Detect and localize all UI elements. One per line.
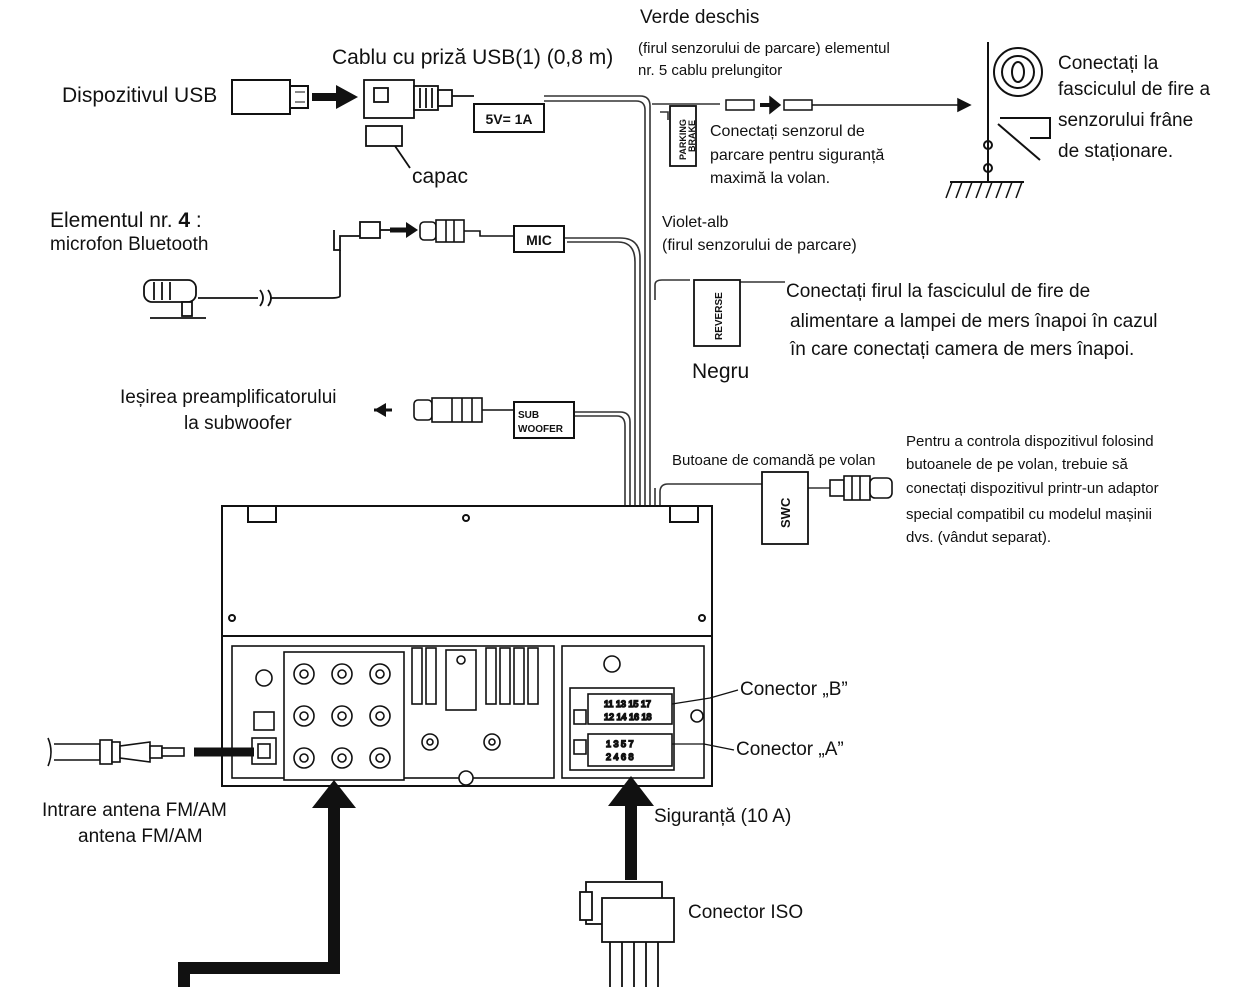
iso-connector-label: Conector ISO [688, 902, 804, 923]
antenna-plug [47, 737, 185, 767]
parking-tag-label-2: BRAKE [687, 120, 697, 152]
mic-box-label: MIC [526, 232, 552, 248]
reverse-color-label: Negru [692, 360, 750, 383]
swc-note-3: conectați dispozitivul printr-un adaptor [906, 480, 1159, 497]
antenna-label-2: antena FM/AM [78, 826, 203, 847]
usb-device [231, 79, 309, 115]
usb-5v-label: 5V= 1A [485, 111, 532, 127]
iso-connector [579, 881, 675, 987]
parking-wire-desc-2: nr. 5 cablu prelungitor [638, 62, 783, 79]
heatsink [411, 647, 539, 786]
parking-note-1: Conectați senzorul de [710, 123, 865, 140]
mic-box: MIC [513, 225, 565, 253]
subwoofer-label-1: Ieșirea preamplificatorului [120, 387, 337, 408]
parking-note-3: maximă la volan. [710, 170, 831, 187]
swc-note-2: butoanele de pe volan, trebuie să [906, 456, 1128, 473]
usb-5v-box: 5V= 1A [473, 103, 545, 133]
subwoofer-box-label-2: WOOFER [518, 424, 564, 435]
brake-note-1: Conectați la [1058, 53, 1159, 74]
reverse-note-1: Conectați firul la fasciculul de fire de [786, 281, 1091, 302]
reverse-note-3: în care conectați camera de mers înapoi. [790, 339, 1135, 360]
swc-rca-plug [829, 475, 893, 501]
fuse-label: Siguranță (10 A) [654, 806, 792, 827]
swc-label: Butoane de comandă pe volan [672, 452, 876, 469]
mic-rca-plug [419, 219, 514, 243]
brake-note-2: fasciculul de fire a [1058, 79, 1211, 100]
mic-subtitle: microfon Bluetooth [50, 234, 209, 255]
parking-note-2: parcare pentru siguranță [710, 147, 885, 164]
microphone-icon [143, 279, 206, 319]
usb-cap-label: capac [412, 165, 469, 188]
head-unit-top [221, 505, 713, 637]
usb-device-label: Dispozitivul USB [62, 84, 218, 107]
swc-note-4: special compatibil cu modelul mașinii [906, 506, 1152, 523]
usb-arrow [312, 85, 358, 109]
b-pins-top: 11 13 15 17 [604, 699, 651, 709]
reverse-tag-label: REVERSE [714, 292, 725, 340]
swc-box-label: SWC [778, 497, 793, 528]
swc-note-1: Pentru a controla dispozitivul folosind [906, 433, 1154, 450]
reverse-tag: REVERSE [693, 279, 741, 347]
subwoofer-box-label-1: SUB [518, 410, 539, 421]
b-pins-bot: 12 14 16 18 [604, 712, 652, 722]
antenna-label-1: Intrare antena FM/AM [42, 800, 227, 821]
main-harness-arrow [178, 780, 356, 987]
iso-arrow [608, 776, 654, 880]
connector-block: 11 13 15 17 12 14 16 18 1 3 5 7 2 4 6 8 [569, 655, 704, 771]
swc-box: SWC [761, 471, 809, 545]
a-pins-bot: 2 4 6 8 [606, 752, 634, 762]
subwoofer-rca-plug [413, 397, 514, 423]
brake-note-3: senzorului frâne [1058, 110, 1194, 131]
parking-wire-desc-1: (firul senzorului de parcare) elementul [638, 40, 890, 57]
brake-note-4: de staționare. [1058, 141, 1174, 162]
subwoofer-arrow [374, 403, 392, 417]
parking-connector [725, 95, 972, 115]
usb-cable-label: Cablu cu priză USB(1) (0,8 m) [332, 46, 614, 69]
parking-tag-label-1: PARKING [678, 119, 688, 160]
reverse-wire-2: (firul senzorului de parcare) [662, 237, 857, 254]
mic-jack [198, 221, 392, 307]
reverse-note-2: alimentare a lampei de mers înapoi în ca… [790, 311, 1158, 332]
connector-a-label: Conector „A” [736, 739, 844, 760]
connector-pointer-lines [671, 689, 739, 751]
mic-arrow [390, 222, 418, 238]
reverse-wire-1: Violet-alb [662, 214, 729, 231]
connector-b-label: Conector „B” [740, 679, 848, 700]
mic-title: Elementul nr. 4 : [50, 209, 202, 232]
a-pins-top: 1 3 5 7 [606, 739, 634, 749]
swc-note-5: dvs. (vândut separat). [906, 529, 1052, 546]
subwoofer-label-2: la subwoofer [184, 413, 292, 434]
parking-wire-title: Verde deschis [640, 7, 760, 28]
parking-brake-icon [945, 42, 1051, 199]
subwoofer-box: SUB WOOFER [513, 401, 575, 439]
parking-tag: PARKING BRAKE [669, 105, 697, 167]
usb-socket-cable [363, 79, 474, 169]
